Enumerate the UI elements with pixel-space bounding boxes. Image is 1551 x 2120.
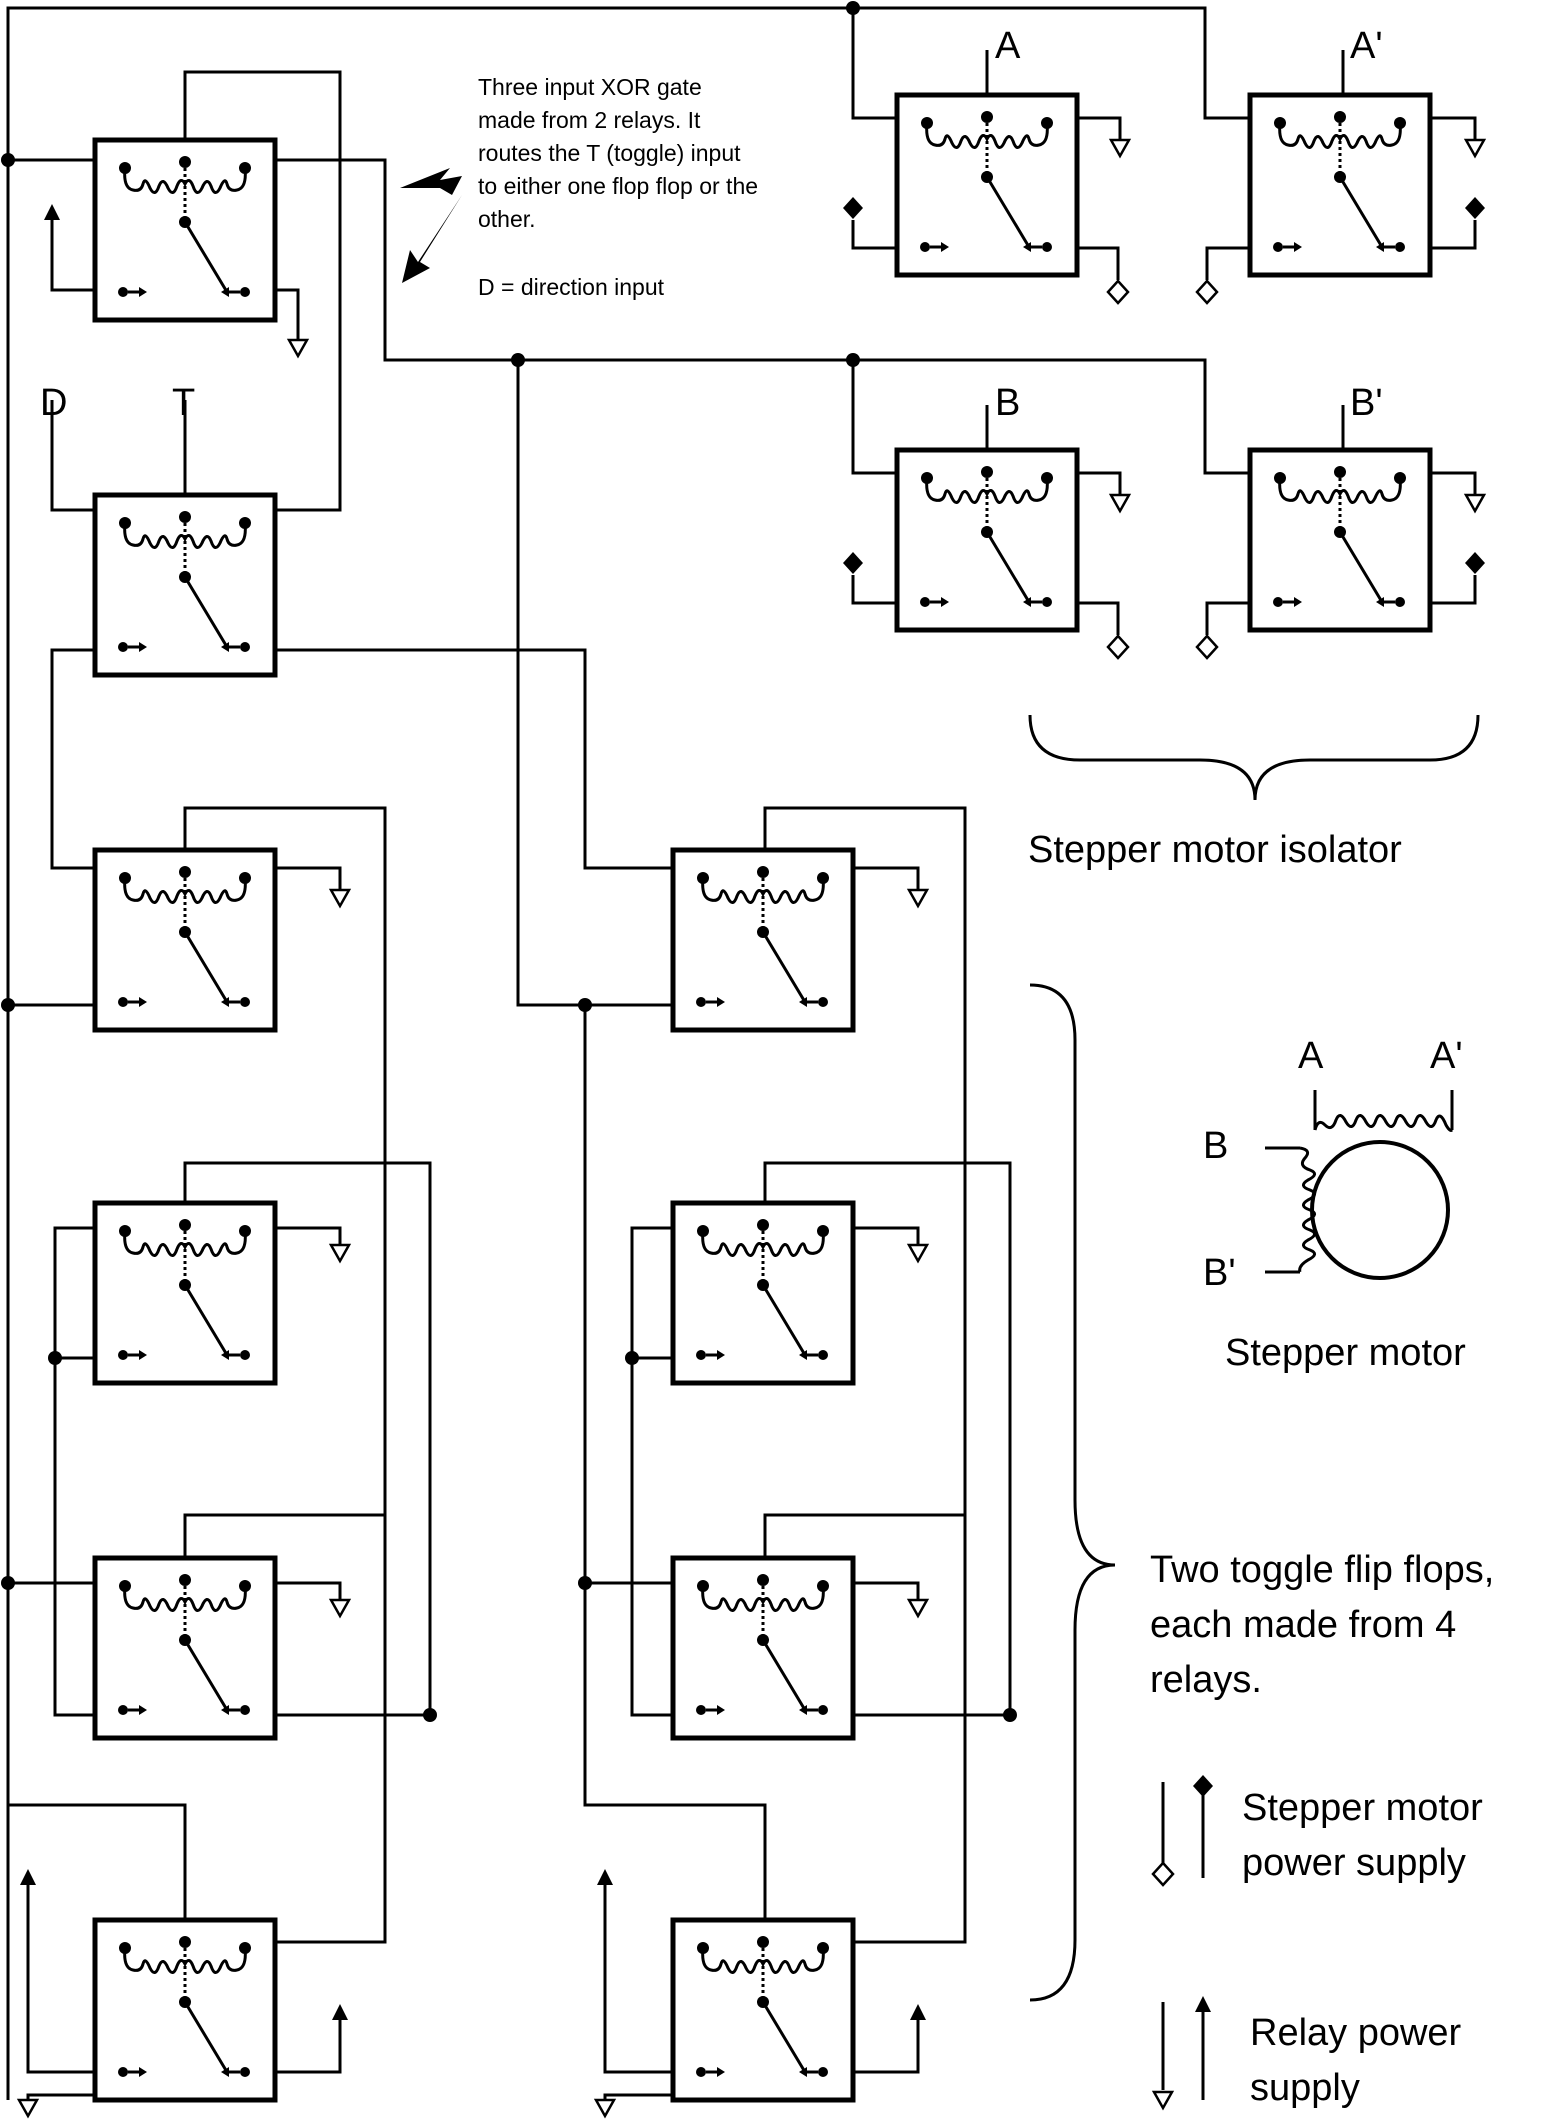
flipflop-right-relay-1	[673, 850, 853, 1030]
terminal-B: B	[995, 382, 1020, 424]
legend-relay-line: Relay power	[1250, 2012, 1462, 2054]
direction-note: D = direction input	[478, 274, 665, 300]
coil-A	[1313, 1114, 1454, 1132]
legend-relay-supply: Relay power supply	[1152, 1996, 1462, 2110]
terminal-B-prime: B'	[1350, 382, 1383, 424]
coil-B	[1298, 1146, 1316, 1273]
xor-relay-1	[95, 140, 275, 320]
xor-note-line: Three input XOR gate	[478, 74, 702, 100]
isolator-label: Stepper motor isolator	[1028, 829, 1402, 871]
isolator-relay-B	[897, 450, 1077, 630]
motor-label-A: A	[1298, 1035, 1324, 1077]
terminal-T: T	[172, 382, 195, 424]
wiring	[6, 6, 1477, 2100]
flipflop-left-relay-4	[95, 1920, 275, 2100]
legend-stepper-line: Stepper motor	[1242, 1787, 1483, 1829]
relay-supply-arrows	[20, 204, 926, 2020]
flipflop-left-relay-2	[95, 1203, 275, 1383]
stepper-motor: A A' B B' Stepper motor	[1203, 1035, 1466, 1374]
flipflop-label-line: relays.	[1150, 1659, 1262, 1701]
motor-label-B-prime: B'	[1203, 1252, 1236, 1294]
isolator-relay-A-prime	[1250, 95, 1430, 275]
terminal-A-prime: A'	[1350, 25, 1383, 67]
xor-note: Three input XOR gate made from 2 relays.…	[400, 74, 758, 300]
flipflop-label-line: each made from 4	[1150, 1604, 1456, 1646]
flipflop-label-line: Two toggle flip flops,	[1150, 1549, 1494, 1591]
isolator-brace	[1028, 714, 1480, 801]
xor-note-line: to either one flop flop or the	[478, 173, 758, 199]
flipflop-right-relay-4	[673, 1920, 853, 2100]
legend-relay-line: supply	[1250, 2067, 1360, 2109]
stepper-motor-label: Stepper motor	[1225, 1332, 1466, 1374]
motor-rotor	[1310, 1140, 1450, 1280]
xor-note-line: made from 2 relays. It	[478, 107, 701, 133]
motor-label-A-prime: A'	[1430, 1035, 1463, 1077]
note-arrow-icon	[400, 168, 462, 195]
flipflop-left-relay-3	[95, 1558, 275, 1738]
legend-stepper-supply: Stepper motor power supply	[1151, 1775, 1483, 1887]
motor-label-B: B	[1203, 1125, 1228, 1167]
flipflop-right-relay-2	[673, 1203, 853, 1383]
terminal-A: A	[995, 25, 1021, 67]
flipflop-brace	[1029, 983, 1116, 2002]
isolator-relay-B-prime	[1250, 450, 1430, 630]
terminal-D: D	[40, 382, 67, 424]
flipflop-left-relay-1	[95, 850, 275, 1030]
xor-note-line: other.	[478, 206, 536, 232]
note-arrow-icon	[402, 195, 462, 283]
isolator-relay-A	[897, 95, 1077, 275]
flipflop-right-relay-3	[673, 1558, 853, 1738]
xor-relay-2	[95, 495, 275, 675]
junction-dots	[1, 1, 1017, 1722]
legend-stepper-line: power supply	[1242, 1842, 1466, 1884]
xor-note-line: routes the T (toggle) input	[478, 140, 741, 166]
